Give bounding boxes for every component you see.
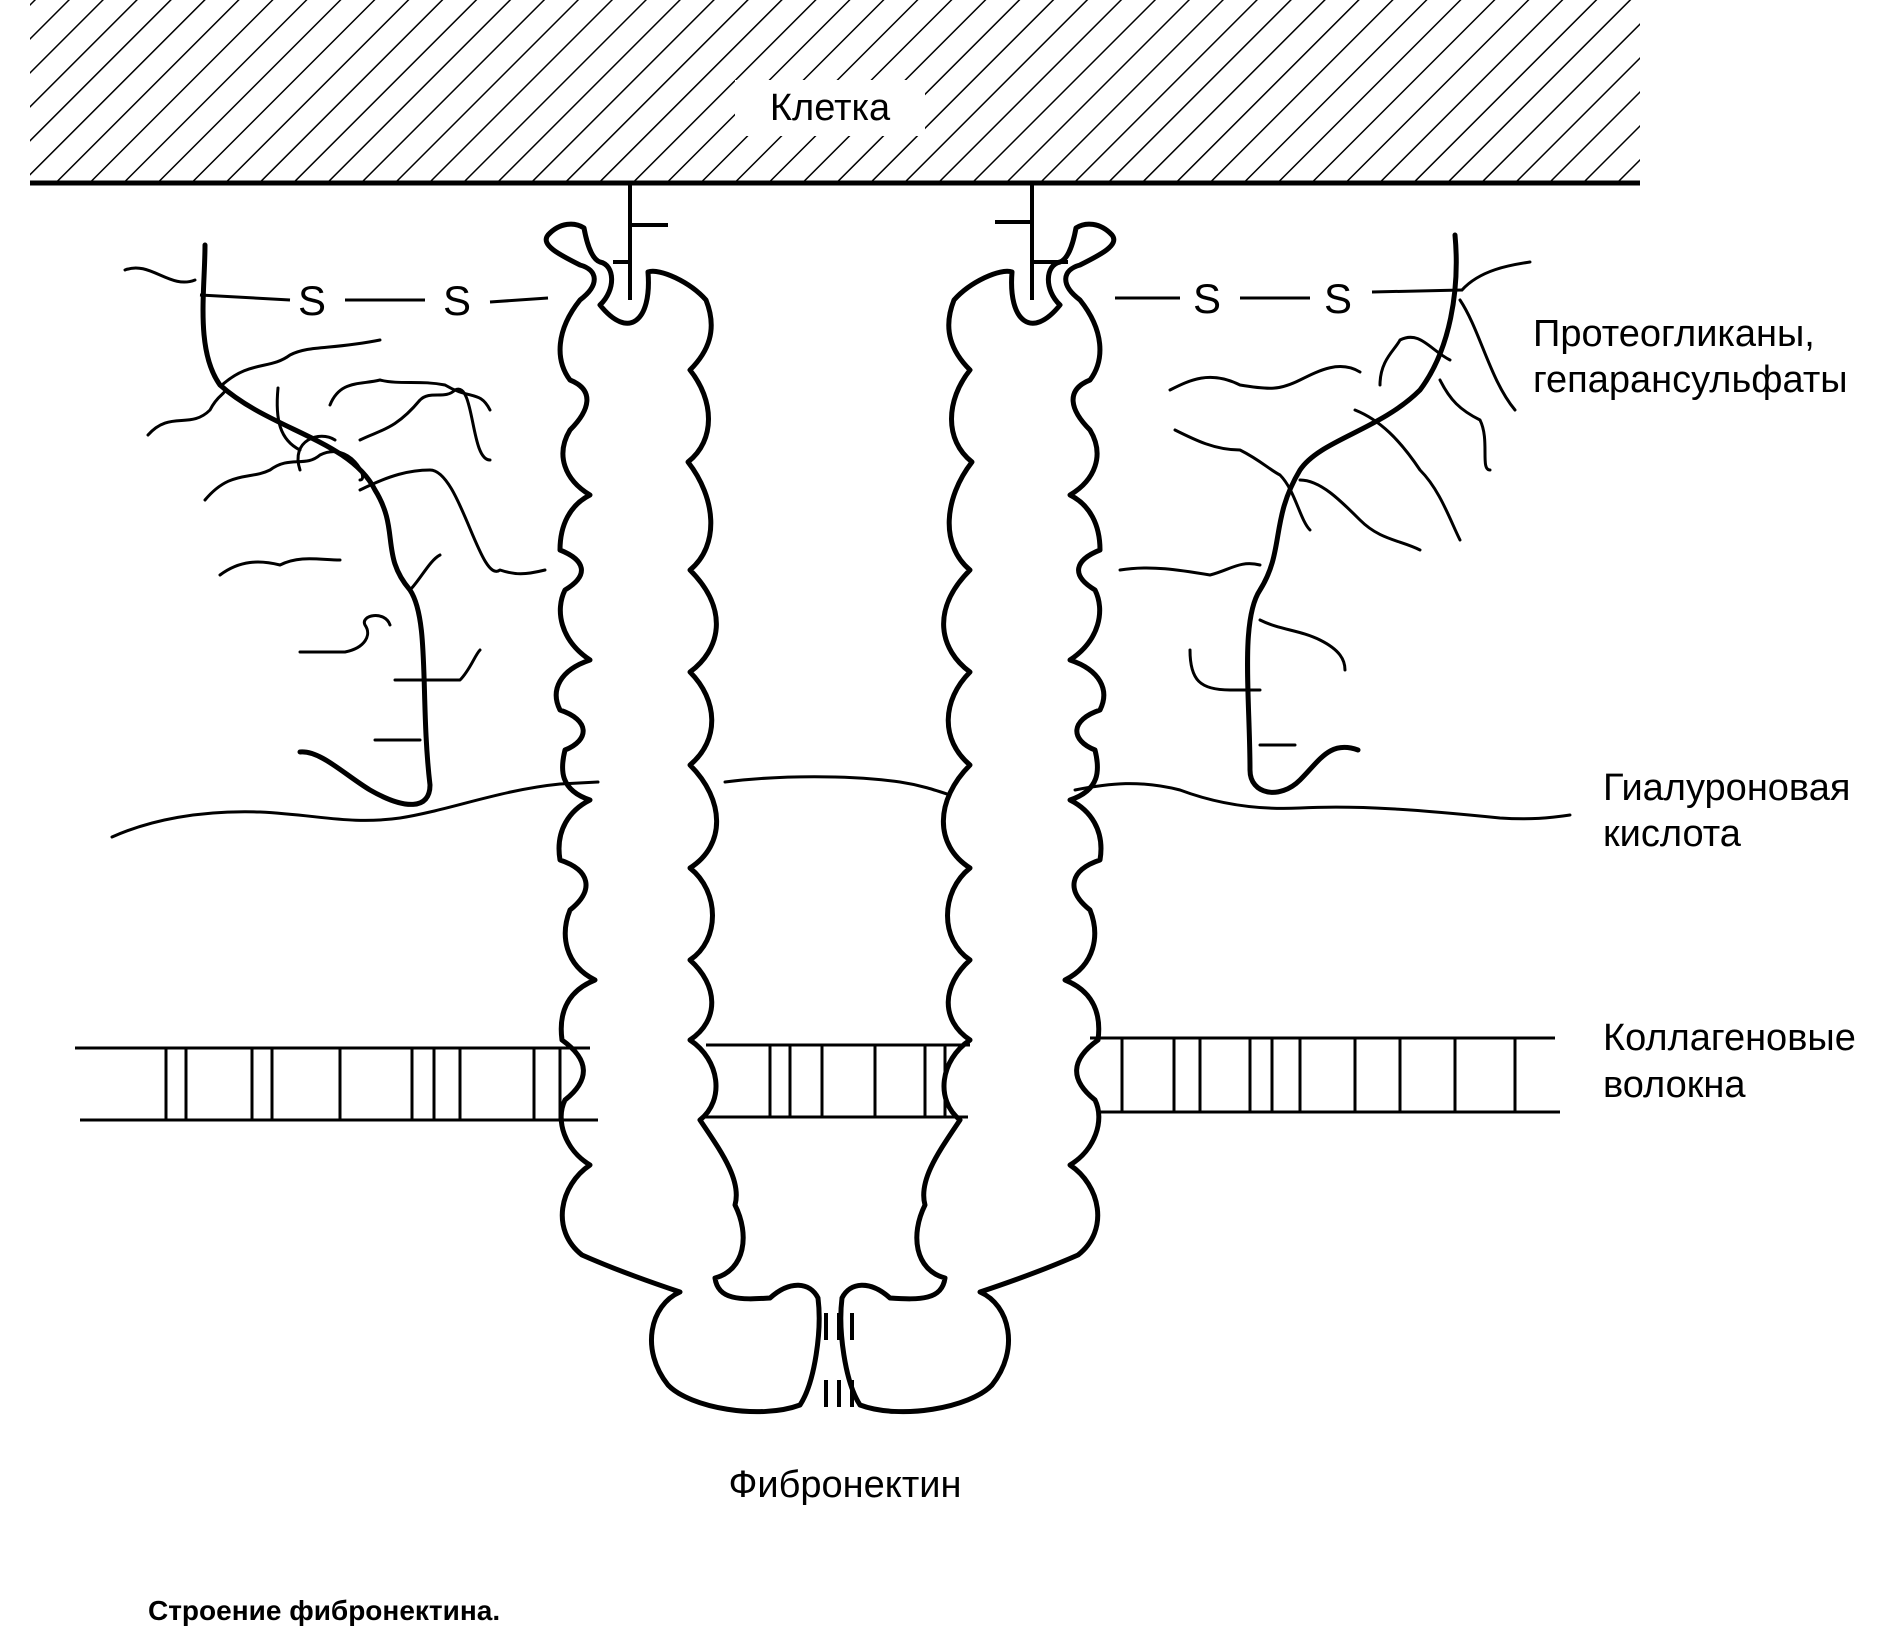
cell-region: Клетка (30, 0, 1640, 186)
interchain-disulfide-bonds (824, 1313, 854, 1407)
label-fibronectin: Фибронектин (729, 1464, 962, 1506)
sulfur-symbol: S (1193, 275, 1221, 322)
cell-receptor-right (995, 183, 1068, 300)
cell-receptor-left (613, 183, 668, 300)
hyaluronic-acid-strand (110, 775, 1572, 839)
fibronectin-right-arm (838, 221, 1117, 1415)
label-collagen-fibers-2: волокна (1603, 1064, 1746, 1106)
label-collagen-fibers: Коллагеновые (1603, 1017, 1856, 1059)
cell-label: Клетка (770, 87, 891, 129)
label-heparan-sulfates: гепарансульфаты (1533, 359, 1848, 401)
disulfide-link-right: S S (1115, 275, 1463, 322)
proteoglycan-left (123, 242, 547, 807)
sulfur-symbol: S (443, 277, 471, 324)
label-hyaluronic-acid-2: кислота (1603, 813, 1742, 855)
figure-caption: Строение фибронектина. (148, 1595, 500, 1626)
sulfur-symbol: S (1324, 275, 1352, 322)
fibronectin-left-arm (543, 221, 822, 1415)
label-proteoglycans: Протеогликаны, (1533, 313, 1815, 355)
collagen-fiber (75, 1036, 1560, 1122)
disulfide-link-left: S S (199, 277, 549, 324)
proteoglycan-right (1118, 232, 1532, 795)
sulfur-symbol: S (298, 277, 326, 324)
label-hyaluronic-acid: Гиалуроновая (1603, 767, 1850, 809)
